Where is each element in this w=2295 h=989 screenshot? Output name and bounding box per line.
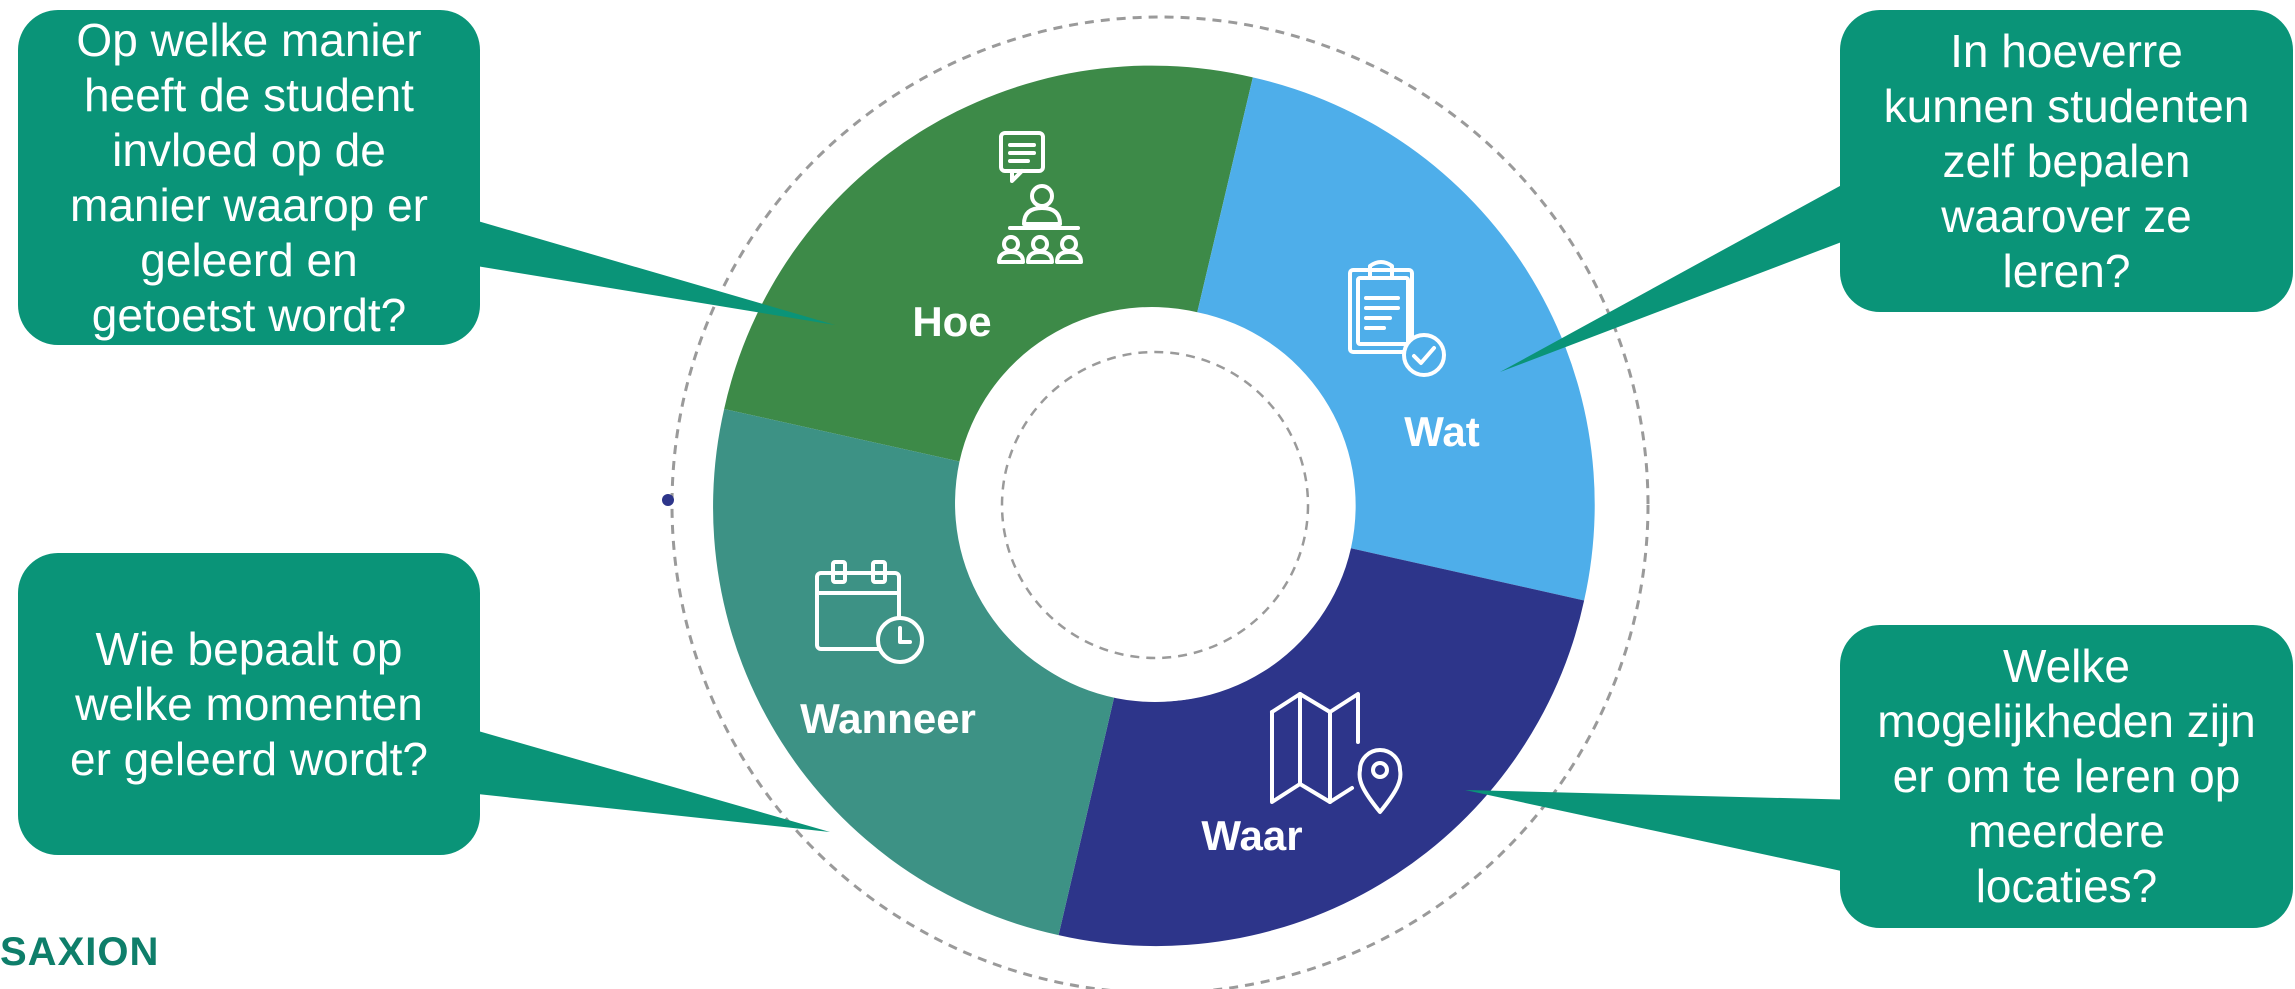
map-pin-icon (1270, 692, 1403, 814)
presenter-audience-icon (997, 131, 1083, 264)
callout-wat-text: In hoeverre kunnen studenten zelf bepale… (1883, 24, 2250, 297)
callout-wanneer-text: Wie bepaalt op welke momenten er geleerd… (70, 622, 428, 785)
segment-waar (1058, 548, 1585, 947)
callout-hoe-text: Op welke manier heeft de student invloed… (70, 13, 428, 341)
callout-wat-pointer (1500, 175, 1860, 372)
calendar-clock-icon (815, 560, 924, 664)
segment-label-wat: Wat (1404, 408, 1479, 455)
callout-waar: Welke mogelijkheden zijn er om te leren … (1840, 625, 2293, 928)
callout-wanneer: Wie bepaalt op welke momenten er geleerd… (18, 553, 480, 855)
callout-hoe-pointer (440, 210, 835, 325)
inner-dashed-circle (1000, 350, 1310, 660)
segment-label-hoe: Hoe (912, 298, 991, 345)
callout-waar-pointer (1465, 790, 1860, 875)
callout-wanneer-pointer (440, 720, 830, 832)
ring-dot (662, 494, 674, 506)
segment-hoe-fill (724, 65, 1253, 462)
segment-wanneer (713, 408, 1115, 936)
outer-dashed-circle (670, 15, 1650, 989)
segment-wat (1197, 77, 1595, 601)
saxion-logo: SAXION (0, 930, 160, 974)
segment-label-wanneer: Wanneer (800, 695, 976, 742)
inner-white-disc (958, 308, 1352, 702)
segment-label-waar: Waar (1201, 812, 1302, 859)
clipboard-check-icon (1348, 260, 1446, 377)
callout-wat: In hoeverre kunnen studenten zelf bepale… (1840, 10, 2293, 312)
callout-hoe: Op welke manier heeft de student invloed… (18, 10, 480, 345)
callout-waar-text: Welke mogelijkheden zijn er om te leren … (1877, 640, 2256, 912)
